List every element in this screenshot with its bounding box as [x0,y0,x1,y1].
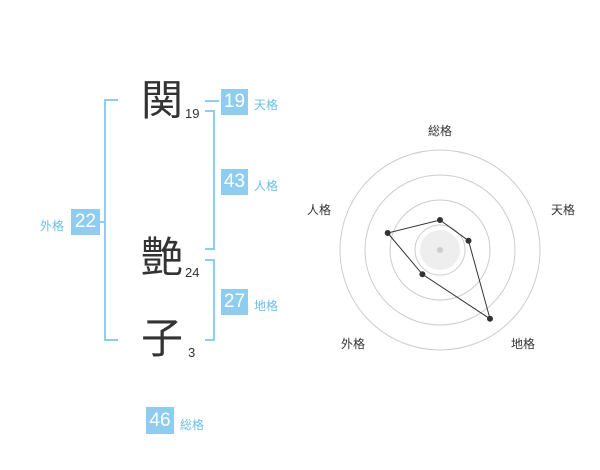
soukaku-label: 総格 [180,418,205,432]
radar-points [384,217,493,322]
radar-point-3 [419,271,426,278]
jinkaku-label: 人格 [254,179,279,193]
radar-point-2 [487,315,493,322]
name-char-2: 艶 [141,233,184,282]
chikaku-label: 地格 [254,299,279,313]
radar-center-dot [437,247,443,253]
name-char-3: 子 [141,314,184,363]
radar-axis-label-jinkaku: 人格 [307,203,332,217]
radar-axis-label-soukaku: 総格 [428,124,453,138]
tenkaku-label: 天格 [254,98,279,112]
radar-axis-label-tenkaku: 天格 [551,203,576,217]
radar-axis-label-gaikaku: 外格 [341,337,366,351]
stroke-count-2: 24 [185,265,200,280]
radar-ring [414,224,466,276]
jinkaku-bracket [205,110,215,250]
radar-point-4 [384,230,391,236]
radar-point-1 [465,237,472,244]
radar-polygon [386,219,491,320]
soukaku-value-badge: 46 [146,407,174,434]
radar-ring [389,199,491,301]
radar-rings [339,149,541,351]
jinkaku-value-badge: 43 [221,169,248,195]
gaikaku-bracket [104,99,118,341]
chikaku-bracket [205,259,215,341]
stroke-count-3: 3 [188,345,196,360]
chikaku-value-badge: 27 [221,289,248,315]
radar-point-0 [437,217,443,223]
radar-axis-label-chikaku: 地格 [511,337,536,351]
stroke-count-1: 19 [185,106,200,121]
radar-ring [339,149,541,351]
radar-ring [364,174,516,326]
gaikaku-value-badge: 22 [71,209,100,235]
tenkaku-value-badge: 19 [221,89,248,115]
gaikaku-label: 外格 [40,219,65,233]
name-char-1: 関 [141,76,184,125]
